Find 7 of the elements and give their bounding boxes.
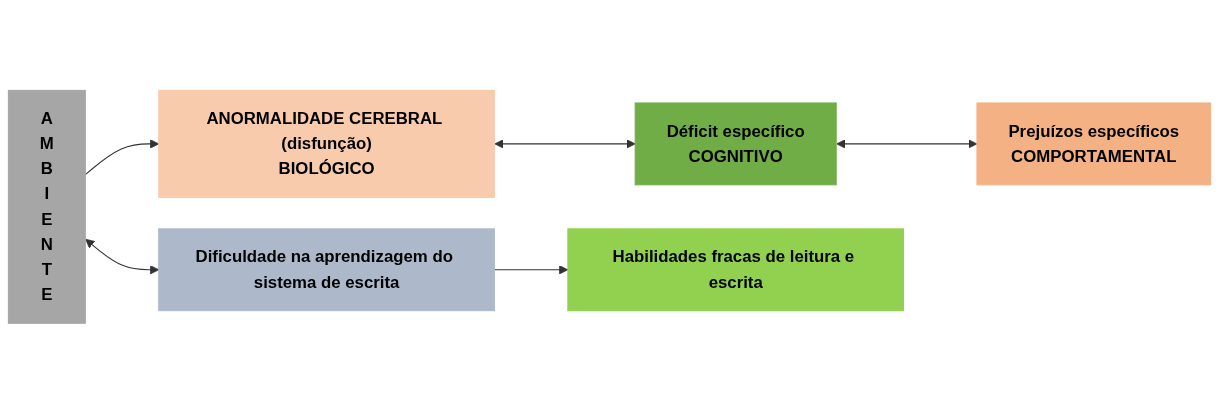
arrow	[494, 139, 636, 149]
node-box: Déficit específico COGNITIVO	[634, 102, 837, 186]
node-box: Prejuízos específicos COMPORTAMENTAL	[976, 102, 1212, 186]
node-box: A M B I E N T E	[7, 90, 86, 324]
node-box: Habilidades fracas de leitura e escrita	[567, 228, 905, 312]
node-box: ANORMALIDADE CEREBRAL (disfunção) BIOLÓGICO	[158, 90, 495, 199]
node-box: Dificuldade na aprendizagem do sistema de escrita	[158, 228, 495, 312]
